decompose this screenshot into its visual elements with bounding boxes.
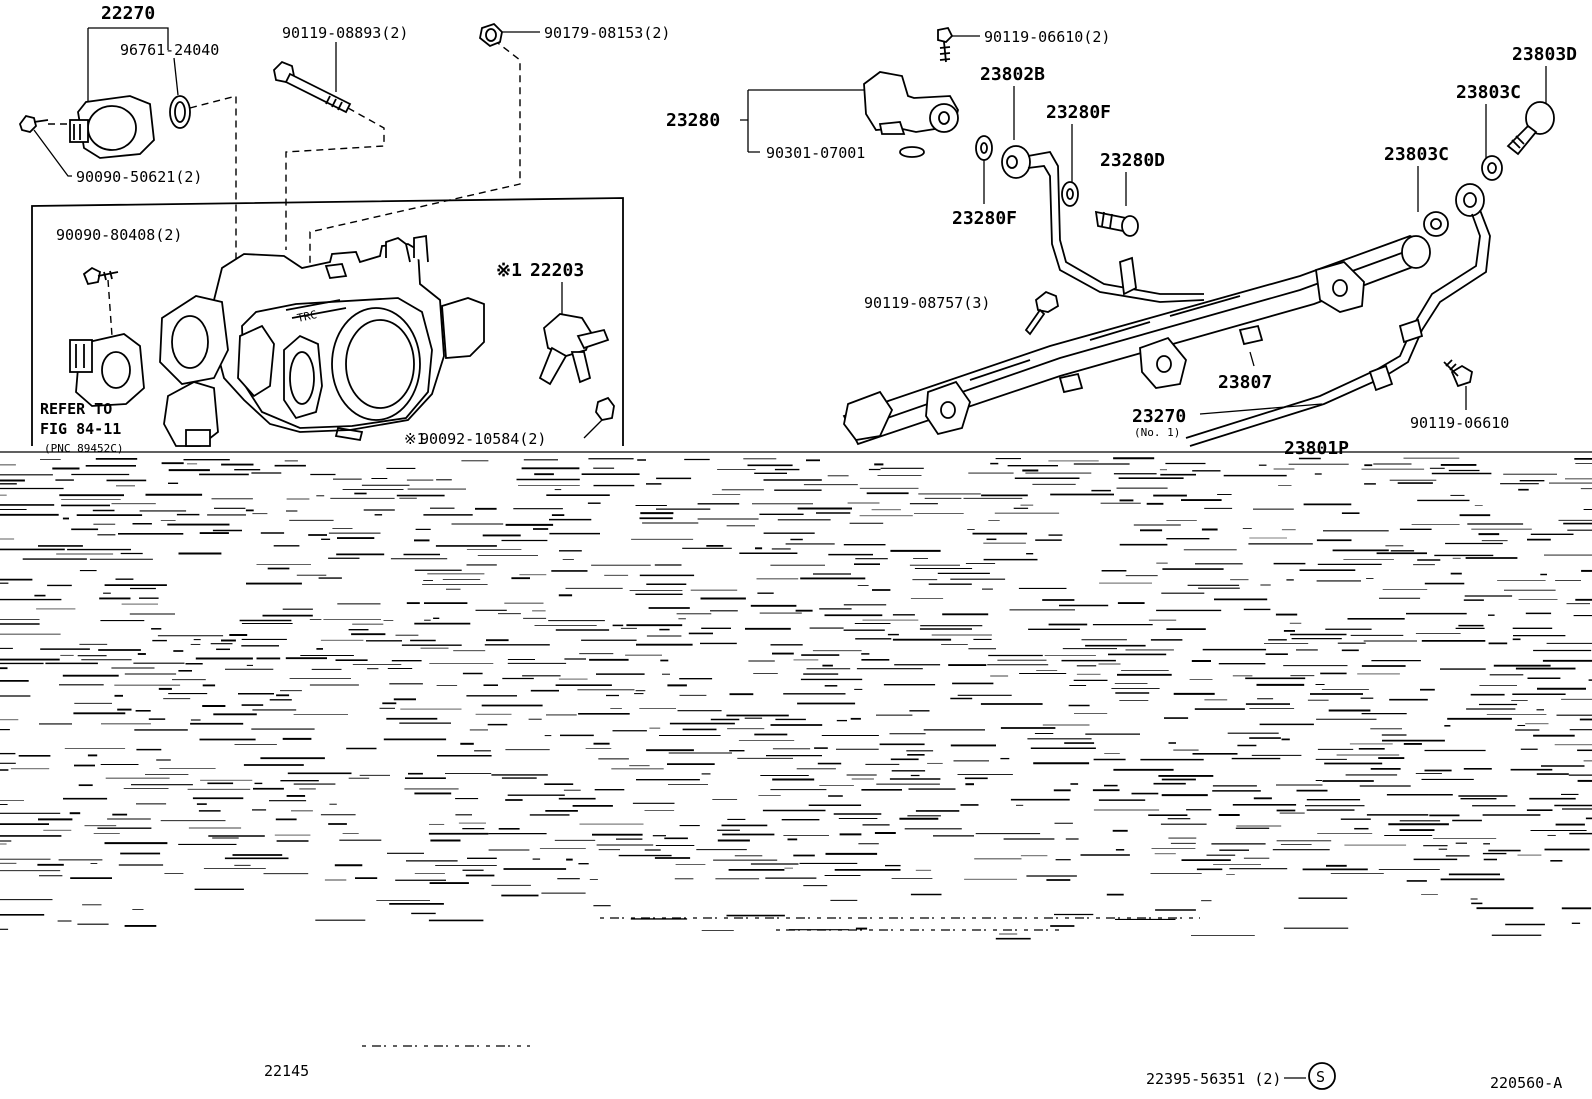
o-ring-96761 [169, 95, 191, 129]
bolt-23803D [1506, 101, 1555, 156]
leader-23807 [1249, 351, 1255, 367]
label-22270: 22270 [101, 3, 155, 24]
gasket-23803C-lower [1423, 211, 1449, 237]
label-23280F-upper: 23280F [1046, 102, 1111, 123]
lower-sensor [163, 381, 219, 447]
inset-frame [31, 197, 624, 446]
vsv-22203 [538, 313, 610, 386]
label-22145: 22145 [264, 1062, 309, 1080]
o-ring-90301 [899, 146, 925, 158]
s-symbol-letter: S [1316, 1068, 1325, 1086]
fuel-pipe-23802B [1001, 145, 1205, 303]
label-96761-24040: 96761-24040 [120, 41, 219, 59]
throttle-body: TRC [159, 234, 485, 442]
fuel-pipe-23801P [1185, 183, 1491, 447]
label-90119-06610-right: 90119-06610 [1410, 414, 1509, 432]
label-22203: 22203 [530, 260, 584, 281]
label-23801P: 23801P [1284, 438, 1349, 459]
label-90090-80408: 90090-80408(2) [56, 226, 182, 244]
label-90119-08893: 90119-08893(2) [282, 24, 408, 42]
diagram-id: 220560-A [1490, 1074, 1562, 1092]
gasket-23280F-lower [975, 135, 993, 161]
label-23280D: 23280D [1100, 150, 1165, 171]
label-23807: 23807 [1218, 372, 1272, 393]
refer-note-line2: FIG 84-11 [40, 420, 121, 438]
leader-96761 [173, 57, 179, 96]
mark-90092: ※1 [404, 430, 426, 448]
leader-23270 [1199, 403, 1323, 415]
screw-90090-80408 [82, 266, 119, 286]
label-23802B: 23802B [980, 64, 1045, 85]
nut-90179-08153 [479, 22, 503, 48]
fuel-rail-group: 90119-06610(2) 23280 90301-07001 23802B … [666, 26, 1577, 459]
nut-90092 [595, 396, 615, 421]
label-90301-07001: 90301-07001 [766, 144, 865, 162]
s-symbol: S [1284, 1062, 1336, 1090]
refer-note-line1: REFER TO [40, 400, 112, 418]
label-23803D: 23803D [1512, 44, 1577, 65]
throttle-body-group: 22270 96761-24040 90090-50621(2) [18, 3, 670, 455]
idle-air-control-valve [69, 95, 155, 159]
gasket-23280F-upper [1061, 181, 1079, 207]
bolt-90119-08893 [273, 60, 352, 114]
mark-22203: ※1 [496, 260, 522, 281]
trc-stamp: TRC [296, 308, 318, 325]
label-23270-sub: (No. 1) [1134, 426, 1180, 439]
bracket-23280 [740, 89, 870, 153]
refer-note-line3: (PNC 89452C) [44, 442, 123, 455]
throttle-position-sensor [69, 333, 145, 407]
label-23803C-lower: 23803C [1384, 144, 1449, 165]
gasket-23803C-upper [1481, 155, 1503, 181]
screw-90090-50621 [18, 114, 49, 133]
bolt-90119-06610-right [1443, 359, 1474, 388]
label-90119-06610-top: 90119-06610(2) [984, 28, 1110, 46]
label-90092-10584: 90092-10584(2) [420, 430, 546, 448]
label-22395-56351: 22395-56351 (2) [1146, 1070, 1281, 1088]
scan-noise-band [0, 457, 1592, 1047]
pressure-regulator-23280 [863, 71, 959, 135]
label-23280F-lower: 23280F [952, 208, 1017, 229]
label-23280: 23280 [666, 110, 720, 131]
bolt-90119-08757 [1024, 290, 1060, 336]
leader-90090-50621 [33, 129, 72, 177]
label-90090-50621: 90090-50621(2) [76, 168, 202, 186]
label-90119-08757: 90119-08757(3) [864, 294, 990, 312]
label-23803C-upper: 23803C [1456, 82, 1521, 103]
bolt-23280D [1094, 210, 1139, 237]
label-90179-08153: 90179-08153(2) [544, 24, 670, 42]
bolt-90119-06610-top [937, 26, 954, 63]
leader-22270 [87, 27, 169, 112]
label-23270: 23270 [1132, 406, 1186, 427]
delivery-pipe-23807 [842, 235, 1431, 446]
leader-90092 [583, 419, 603, 439]
